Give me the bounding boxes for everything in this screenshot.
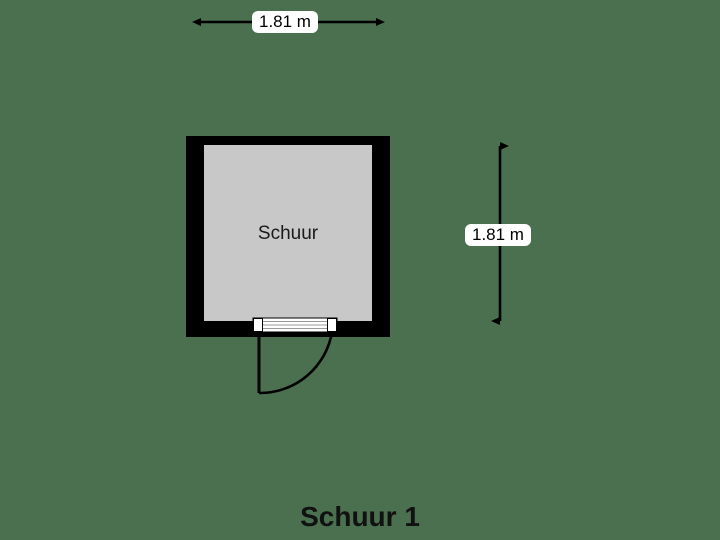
door-swing-arc (258, 331, 334, 395)
dimension-label-top: 1.81 m (252, 11, 318, 33)
door-jamb-right (327, 318, 337, 332)
door-sill-stripes (263, 321, 327, 329)
door-bottom (252, 317, 338, 395)
page-title: Schuur 1 (300, 501, 420, 532)
room-label-schuur: Schuur (257, 223, 319, 244)
door-jamb-left (253, 318, 263, 332)
room-schuur (186, 136, 390, 337)
dimension-label-right: 1.81 m (465, 224, 531, 246)
room-floor (204, 145, 372, 321)
